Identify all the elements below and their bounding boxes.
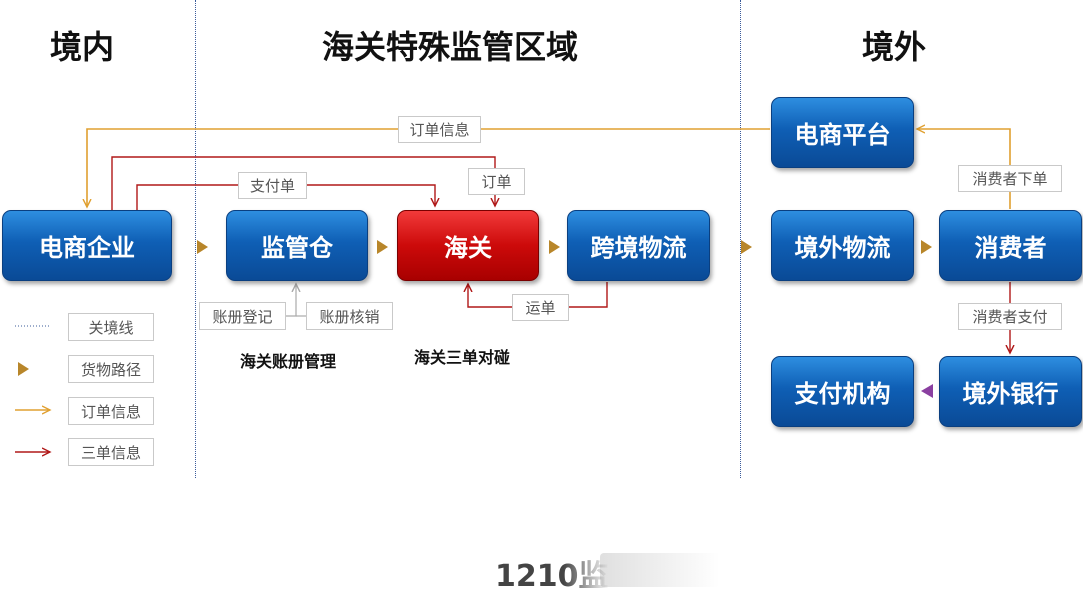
caption-ledger-management: 海关账册管理: [240, 352, 337, 371]
order-info-line-to-company: [87, 128, 770, 207]
payment-arrow: [921, 384, 933, 398]
customs-line-left: [195, 0, 196, 478]
legend-goods-path: 货物路径: [68, 355, 154, 383]
label-payment-slip: 支付单: [238, 172, 307, 199]
footer-fade-overlay: [600, 553, 720, 587]
node-consumer: 消费者: [939, 210, 1082, 281]
label-order-info: 订单信息: [398, 116, 481, 143]
goods-arrow-2: [377, 240, 388, 254]
goods-arrow-1: [197, 240, 208, 254]
node-payment-org: 支付机构: [771, 356, 914, 427]
node-cross-border-logistics: 跨境物流: [567, 210, 710, 281]
node-ecom-platform: 电商平台: [771, 97, 914, 168]
node-customs: 海关: [397, 210, 539, 281]
node-ecom-company: 电商企业: [2, 210, 172, 281]
label-ledger-register: 账册登记: [199, 302, 286, 330]
ledger-line: [286, 284, 296, 317]
goods-arrow-5: [921, 240, 932, 254]
goods-arrow-4: [741, 240, 752, 254]
zone-title-domestic: 境内: [50, 28, 115, 66]
label-order: 订单: [468, 168, 525, 195]
legend-customs-line: 关境线: [68, 313, 154, 341]
legend-order-info: 订单信息: [68, 397, 154, 425]
node-overseas-bank: 境外银行: [939, 356, 1082, 427]
customs-line-right: [740, 0, 741, 478]
zone-title-special-area: 海关特殊监管区域: [322, 28, 579, 66]
label-ledger-writeoff: 账册核销: [306, 302, 393, 330]
caption-three-docs-check: 海关三单对碰: [414, 348, 511, 367]
goods-arrow-3: [549, 240, 560, 254]
node-bonded-warehouse: 监管仓: [226, 210, 368, 281]
legend-goods-path-symbol: [18, 362, 29, 376]
footer-title: 1210监: [495, 559, 609, 594]
label-waybill: 运单: [512, 294, 569, 321]
label-consumer-pay: 消费者支付: [958, 303, 1062, 330]
zone-title-overseas: 境外: [862, 28, 927, 66]
node-overseas-logistics: 境外物流: [771, 210, 914, 281]
label-consumer-order: 消费者下单: [958, 165, 1062, 192]
legend-three-docs-info: 三单信息: [68, 438, 154, 466]
